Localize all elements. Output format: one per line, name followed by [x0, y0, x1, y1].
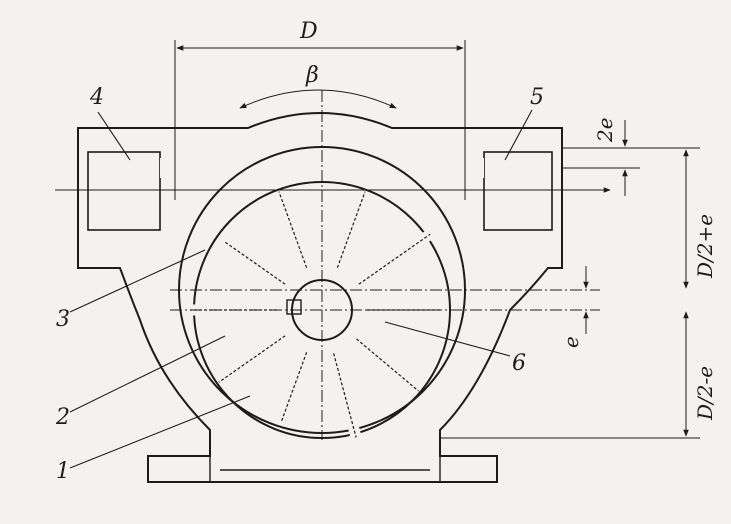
callout-5: 5	[530, 85, 544, 110]
label-angle: β	[305, 63, 319, 88]
vane	[328, 352, 362, 439]
inlet-port-4	[87, 151, 161, 231]
dimension-lines	[55, 40, 700, 440]
callout-1: 1	[56, 459, 70, 484]
callout-3: 3	[56, 307, 70, 332]
vane-spring	[356, 338, 419, 392]
label-e: e	[559, 336, 583, 348]
vane-spring	[333, 353, 357, 438]
outlet-port-5	[483, 151, 553, 231]
label-d-half-minus-e: D/2-e	[693, 366, 717, 421]
vane-spring	[223, 240, 286, 285]
label-d-half-plus-e: D/2+e	[693, 214, 717, 279]
vane-spring	[358, 233, 431, 285]
vanes	[190, 189, 442, 439]
key	[286, 299, 302, 315]
leader-lines	[69, 109, 533, 469]
callout-2: 2	[55, 405, 70, 430]
vane-spring	[218, 335, 286, 383]
housing	[77, 112, 563, 483]
vane	[355, 229, 434, 289]
vane-spring	[280, 352, 308, 423]
callout-6: 6	[512, 351, 526, 376]
callout-4: 4	[89, 85, 104, 110]
label-diameter: D	[299, 19, 318, 44]
label-2e: 2e	[593, 117, 617, 143]
vane-spring	[278, 191, 308, 268]
vane-spring	[336, 191, 366, 268]
